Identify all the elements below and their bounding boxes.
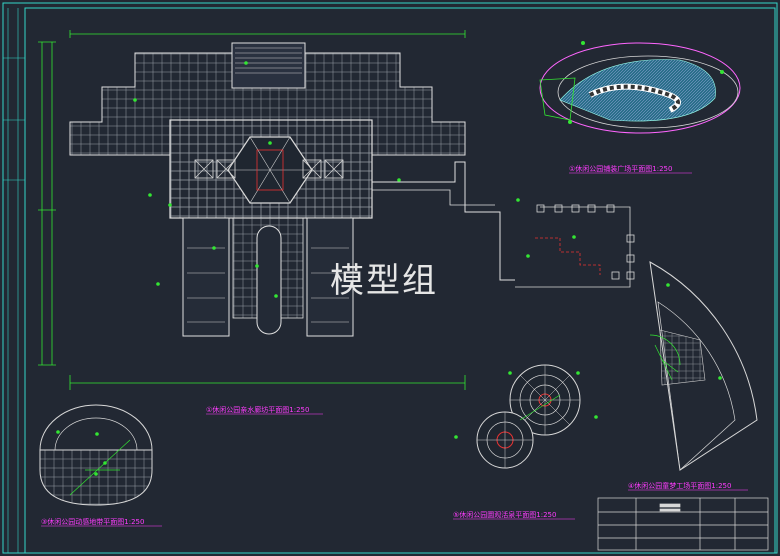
plan-paving-plaza	[539, 41, 741, 134]
drawing-captions: ①休闲公园铺装广场平面图1:250 ①休闲公园亲水廊坊平面图1:250 ③休闲公…	[41, 164, 748, 527]
watermark-text: 模型组	[330, 261, 438, 301]
caption-waterside-corridor: ①休闲公园亲水廊坊平面图1:250	[206, 405, 309, 414]
pyramid-pavilions	[194, 159, 344, 179]
title-block	[597, 497, 769, 551]
plan-dynamic-zone	[39, 404, 153, 506]
caption-paving-plaza: ①休闲公园铺装广场平面图1:250	[569, 164, 672, 173]
plan-stepping-path	[515, 198, 635, 288]
caption-dynamic-zone: ③休闲公园动感地带平面图1:250	[41, 517, 144, 526]
annotation-markers	[133, 61, 401, 298]
dimension-lines	[38, 30, 466, 390]
plan-fan-workshop	[649, 261, 758, 471]
caption-circular-fountain: ⑤休闲公园圜观活泉平面图1:250	[453, 510, 556, 519]
caption-fan-workshop: ④休闲公园童梦工场平面图1:250	[628, 481, 731, 490]
plan-circular-fountain	[454, 364, 598, 469]
plan-main-plaza	[38, 30, 515, 390]
